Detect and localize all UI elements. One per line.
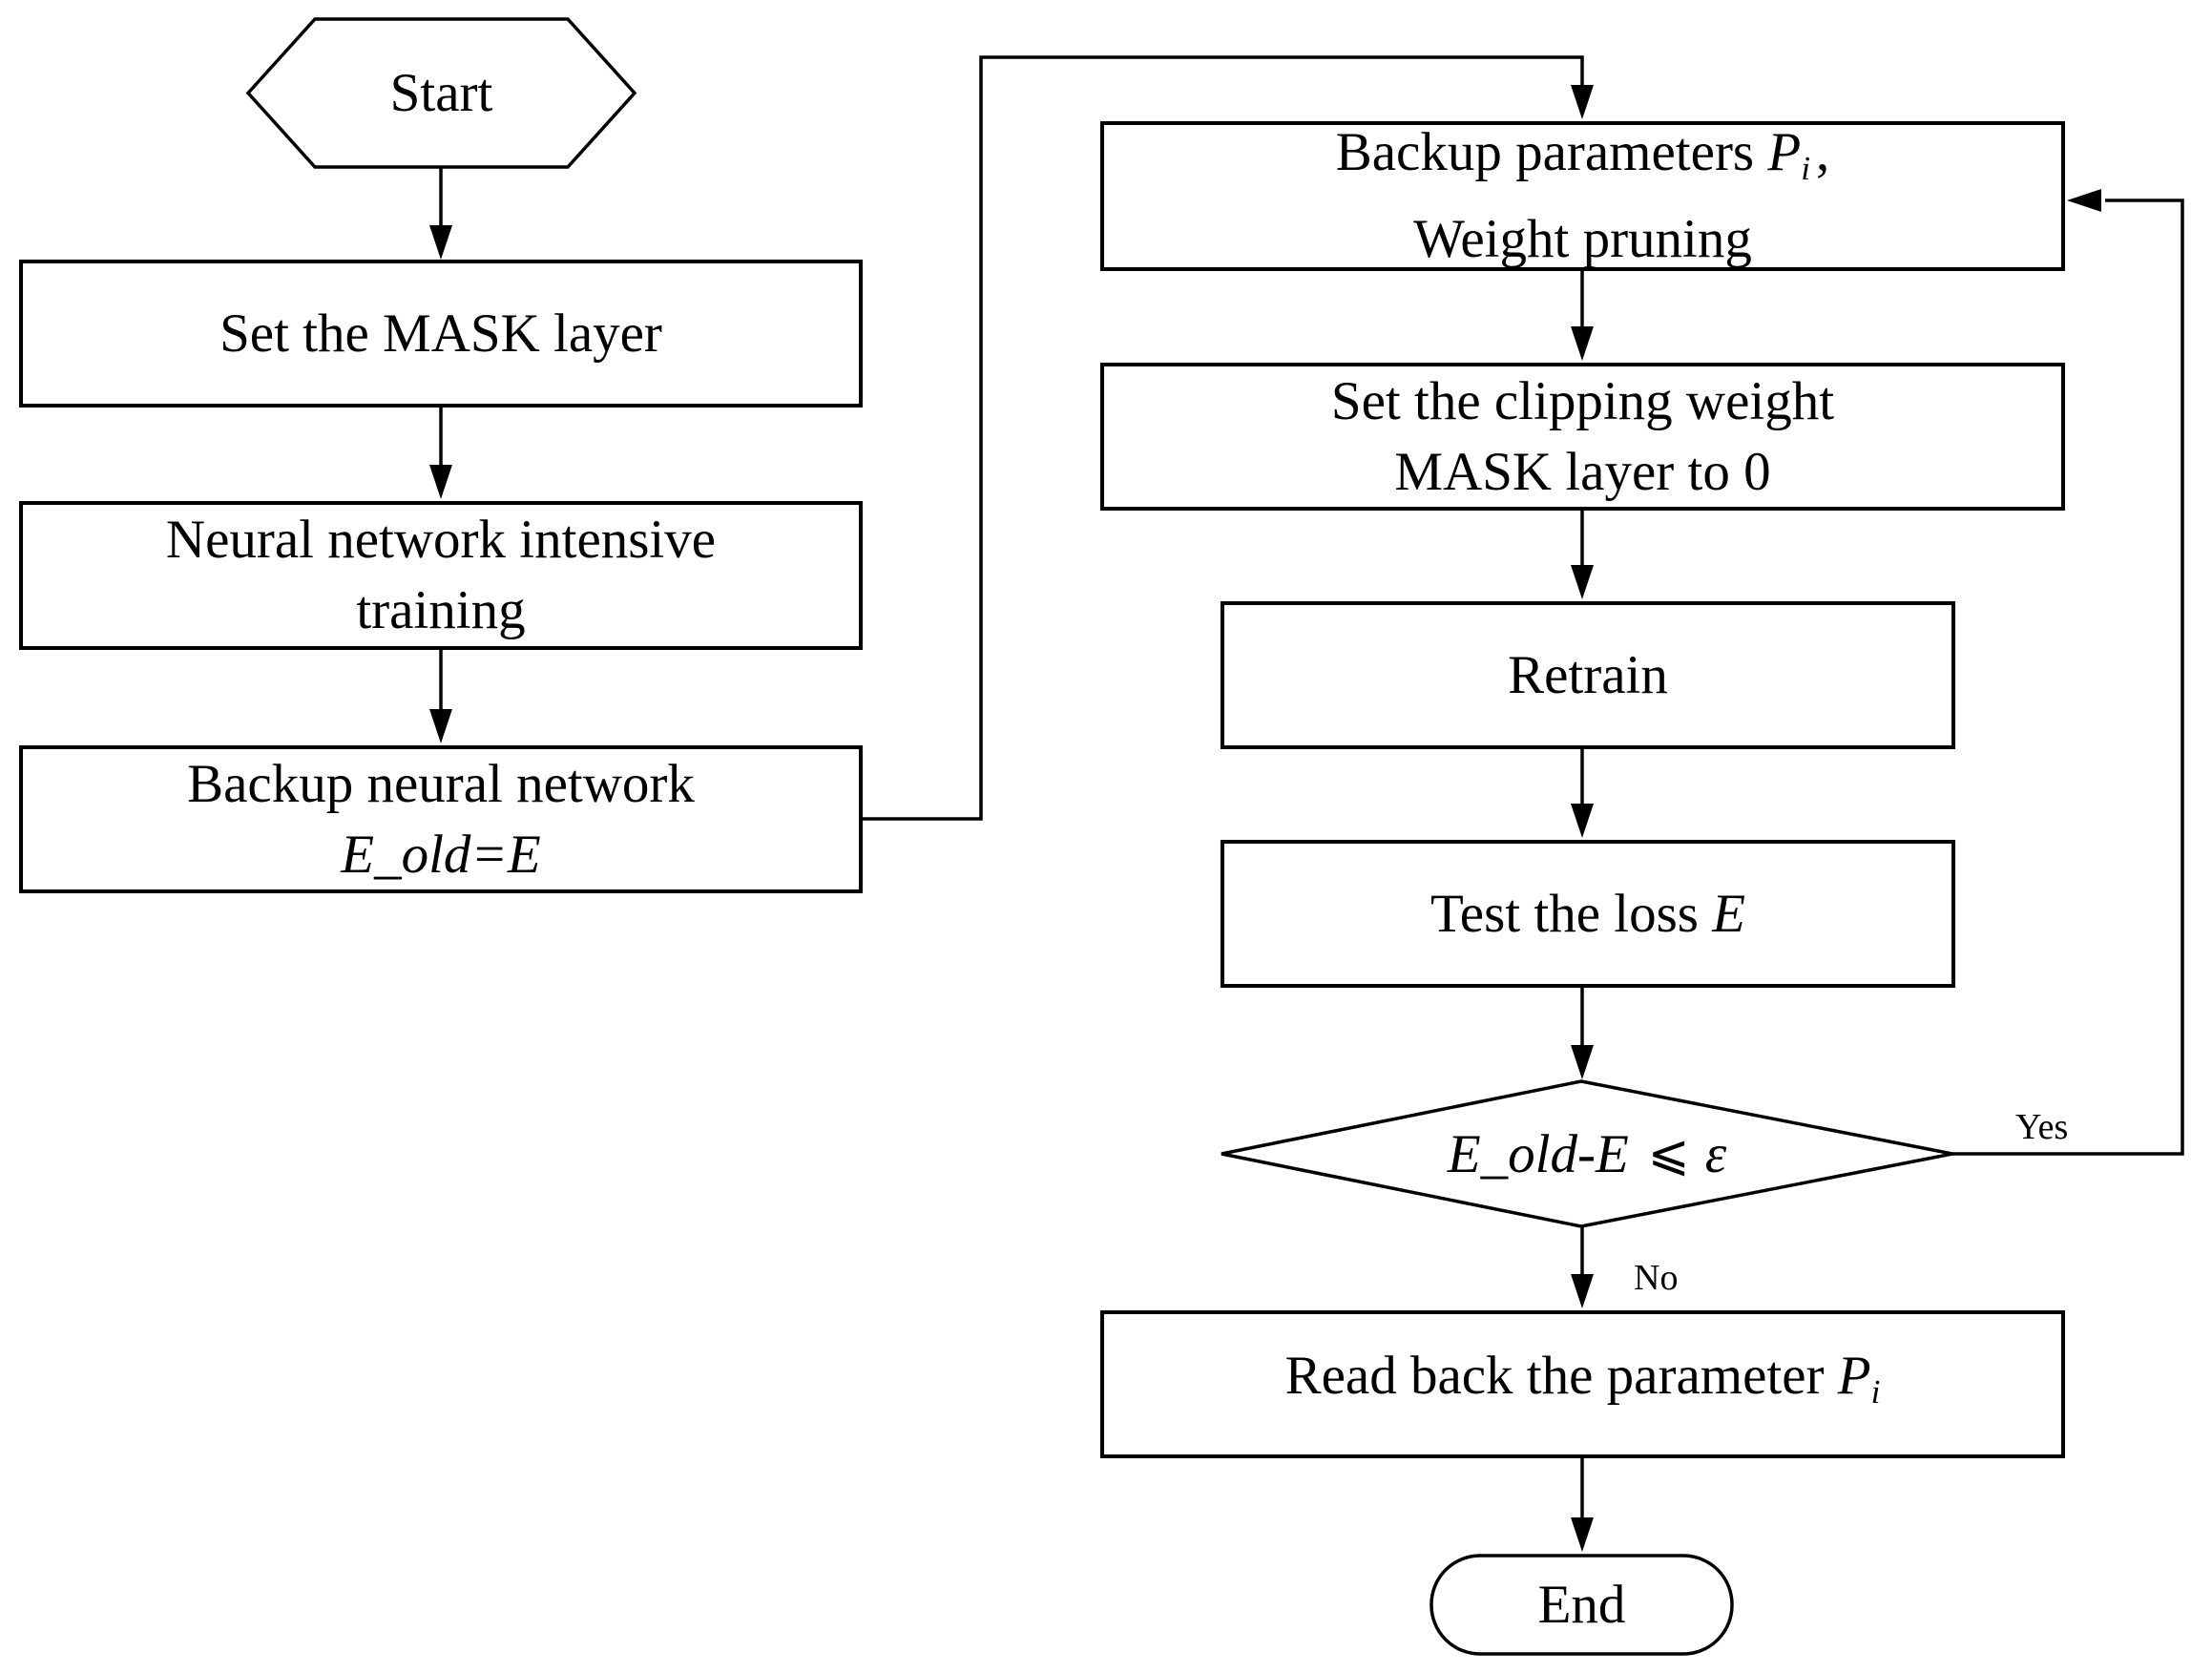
loss-var: E [1712,883,1746,944]
read-back-label: Read back the parameter Pi [1284,1346,1881,1411]
node-retrain: Retrain [1221,601,1955,749]
intensive-training-line2: training [356,580,526,640]
arrowhead [429,709,452,743]
node-test-loss: Test the loss E [1221,840,1955,988]
node-set-mask: Set the MASK layer [19,260,863,408]
arrowhead [1571,804,1594,838]
node-backup-network: Backup neural network E_old=E [19,745,863,893]
node-intensive-training: Neural network intensive training [19,501,863,650]
node-set-clipping: Set the clipping weight MASK layer to 0 [1100,363,2065,511]
arrowhead [1571,1274,1594,1308]
arrowhead [1571,326,1594,361]
backup-network-line1: Backup neural network [187,753,695,814]
retrain-label: Retrain [1508,644,1668,705]
node-read-back: Read back the parameter Pi [1100,1310,2065,1458]
start-label: Start [389,63,493,123]
decision-lhs: E_old-E [1447,1123,1629,1184]
node-end: End [1431,1556,1732,1654]
param-var: P [1767,122,1802,183]
node-decision: E_old-E ⩽ ε [1221,1081,1952,1226]
arrowhead [1571,565,1594,599]
readback-var: P [1837,1346,1871,1407]
end-stadium-outline [1429,1554,1734,1656]
test-loss-label: Test the loss E [1429,883,1746,944]
set-mask-label: Set the MASK layer [219,303,662,364]
arrowhead [429,465,452,499]
intensive-training-line1: Neural network intensive [165,510,717,570]
start-hexagon-outline [245,17,637,169]
arrowhead [2067,189,2101,212]
end-label: End [1537,1575,1626,1635]
decision-epsilon: ε [1704,1123,1727,1184]
edge-decision-backupparams-yes [1952,199,2184,1156]
param-var-subscript: i [1801,149,1811,187]
node-start: Start [248,19,635,167]
edge-backupnetwork-backupparams [863,55,1584,821]
arrowhead [1571,1045,1594,1079]
arrowhead [429,225,452,260]
node-backup-params: Backup parameters Pi, Weight pruning [1100,121,2065,271]
backup-params-line1: Backup parameters Pi, [1335,122,1830,187]
yes-branch-label: Yes [2015,1107,2069,1147]
backup-network-formula: E_old=E [341,824,541,885]
set-clipping-line1: Set the clipping weight [1330,370,1835,431]
no-branch-label: No [1634,1258,1679,1298]
less-equal-slanted-icon: ⩽ [1647,1123,1690,1182]
readback-var-subscript: i [1870,1372,1881,1411]
backup-params-line2: Weight pruning [1413,208,1752,269]
arrowhead [1571,85,1594,119]
arrowhead [1571,1517,1594,1552]
set-clipping-line2: MASK layer to 0 [1394,441,1771,502]
